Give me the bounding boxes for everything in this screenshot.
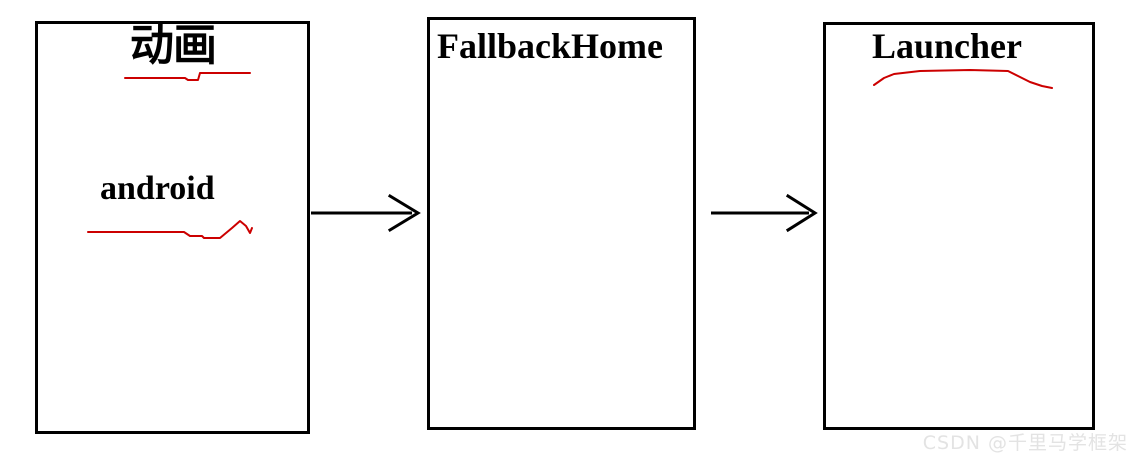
node-heading-animation: 动画	[130, 20, 217, 71]
node-box-animation[interactable]	[35, 21, 310, 434]
connector-arrow-animation-to-fallbackhome	[311, 193, 421, 233]
node-heading-launcher: Launcher	[872, 26, 1023, 66]
node-box-launcher[interactable]	[823, 22, 1095, 430]
node-heading-fallback-home: FallbackHome	[437, 26, 663, 66]
csdn-watermark: CSDN @千里马学框架	[922, 432, 1128, 454]
node-box-fallback-home[interactable]	[427, 17, 696, 430]
connector-arrow-fallbackhome-to-launcher	[711, 193, 818, 233]
node-body-android: android	[100, 170, 215, 207]
